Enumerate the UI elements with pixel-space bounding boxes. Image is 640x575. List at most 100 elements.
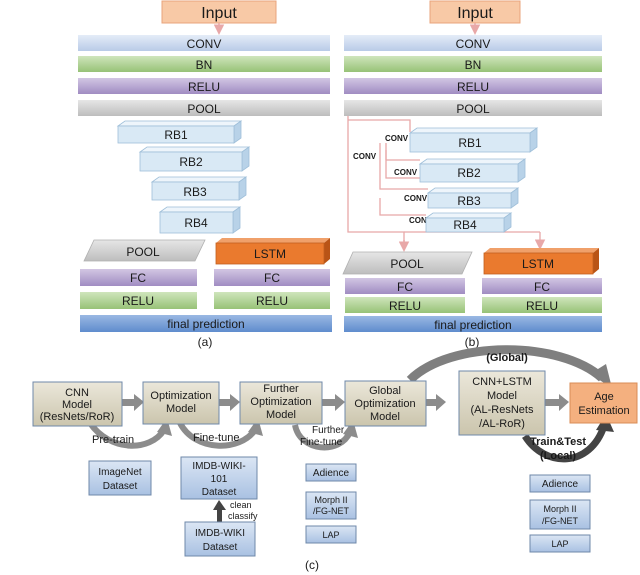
c-imagenet-l2: Dataset [103,481,138,492]
c-imdbwiki-l2: Dataset [203,542,238,553]
b-input-label: Input [457,5,493,22]
c-cnn-lstm-l2: Model [487,390,517,402]
c-finetune-label: Fine-tune [193,432,239,444]
panel-a: Input CONV BN RELU POOL RB1 RB2 RB3 [78,0,332,349]
c-global-opt-l1: Global [369,385,401,397]
c-imdb101-box [180,456,258,500]
c-morph2-box [529,499,591,530]
c-imagenet-box [88,460,152,496]
c-age-estimation-box [569,382,638,424]
c-pretrain-arc [87,421,167,449]
b-conv-side-1: CONV [385,134,409,143]
c-further-arc [292,424,353,451]
c-imagenet-l1: ImageNet [98,467,142,478]
c-further-opt-l2: Optimization [250,396,311,408]
c-adience2-label: Adience [542,479,579,490]
a-relu-label: RELU [188,80,220,94]
a-final-label: final prediction [167,317,244,331]
b-lstm-block: LSTM [483,248,599,275]
c-imdb101-l3: Dataset [202,487,237,498]
c-flow-arrows [122,394,569,411]
c-global-opt-l2: Optimization [354,398,415,410]
c-age-l1: Age [594,391,614,403]
a-input-label: Input [201,5,237,22]
c-imdb101-l2: 101 [211,474,228,485]
b-pool2-shape [342,251,473,275]
b-rb2-block: RB2 [418,158,527,183]
c-further-optimization-box [239,381,323,425]
c-imdb101-l1: IMDB-WIKI- [192,461,245,472]
b-fc-right [482,278,602,294]
c-cnn-model-l2: Model [62,399,92,411]
a-fc-left-label: FC [130,271,146,285]
c-adience-box [305,463,357,482]
b-lstm-label: LSTM [522,257,554,271]
c-traintest-l1: Train&Test [530,436,586,448]
c-caption: (c) [305,558,319,572]
b-rb4-label: RB4 [453,218,477,232]
a-final-prediction [80,315,332,332]
c-finetune-arc [177,421,258,449]
c-adience-label: Adience [313,468,350,479]
a-pool2-label: POOL [126,245,160,259]
c-imdbwiki-box [184,521,256,557]
b-relu-left-label: RELU [389,299,421,313]
c-cnn-model-box [32,381,123,427]
c-further-opt-l1: Further [263,383,299,395]
a-rb3-block: RB3 [150,176,248,201]
a-caption: (a) [198,335,213,349]
c-cnn-lstm-box [458,370,546,436]
a-rb4-label: RB4 [184,216,208,230]
a-rb4-block: RB4 [158,206,242,234]
c-cnn-lstm-l3: (AL-ResNets [471,404,534,416]
a-relu-right [214,292,330,309]
a-lstm-block: LSTM [215,238,330,265]
a-fc-right [214,269,330,286]
c-morph2-l1: Morph II [543,504,576,514]
b-fc-right-label: FC [534,280,550,294]
panel-b: Input CONV BN RELU POOL CONV CONV CONV C… [342,0,602,349]
c-local-arc [522,424,608,463]
b-relu-right [482,297,602,313]
a-conv-layer [78,35,330,51]
b-rb1-block: RB1 [408,127,539,153]
a-lstm-label: LSTM [254,247,286,261]
b-rb3-block: RB3 [426,187,520,209]
c-morph-box [305,491,357,520]
c-clean-l1: clean [230,500,252,510]
a-pool2-shape [83,239,206,262]
c-morph2-l2: /FG-NET [542,516,578,526]
a-relu-right-label: RELU [256,294,288,308]
c-further-opt-l3: Model [266,409,296,421]
b-bn-layer [344,56,602,72]
c-global-optimization-box [344,380,427,427]
a-rb2-block: RB2 [138,146,251,172]
b-final-label: final prediction [434,318,511,332]
b-rb4-block: RB4 [424,212,513,233]
b-conv-side-4: CONV [409,216,433,225]
b-bn-label: BN [465,58,482,72]
b-relu-label: RELU [457,80,489,94]
a-fc-left [80,269,197,286]
c-cnn-model-l3: (ResNets/RoR) [40,411,115,423]
c-lap-box [305,525,357,544]
c-clean-l2: classify [228,511,258,521]
b-pool2-label: POOL [390,257,424,271]
a-bn-label: BN [196,58,213,72]
b-relu-layer [344,78,602,94]
b-pool-layer [344,100,602,116]
c-optimization-l1: Optimization [150,390,211,402]
c-pretrain-label: Pre-train [92,434,134,446]
c-morph-l1: Morph II [314,495,347,505]
c-cnn-lstm-l4: /AL-RoR) [479,418,525,430]
a-relu-layer [78,78,330,94]
c-lap2-box [529,534,591,553]
a-relu-left [80,292,197,309]
b-rb2-label: RB2 [457,166,481,180]
c-traintest-l2: (Local) [540,450,576,462]
b-relu-right-label: RELU [526,299,558,313]
b-fc-left-label: FC [397,280,413,294]
c-lap-label: LAP [322,530,339,540]
a-rb2-label: RB2 [179,155,203,169]
b-pool-label: POOL [456,102,490,116]
